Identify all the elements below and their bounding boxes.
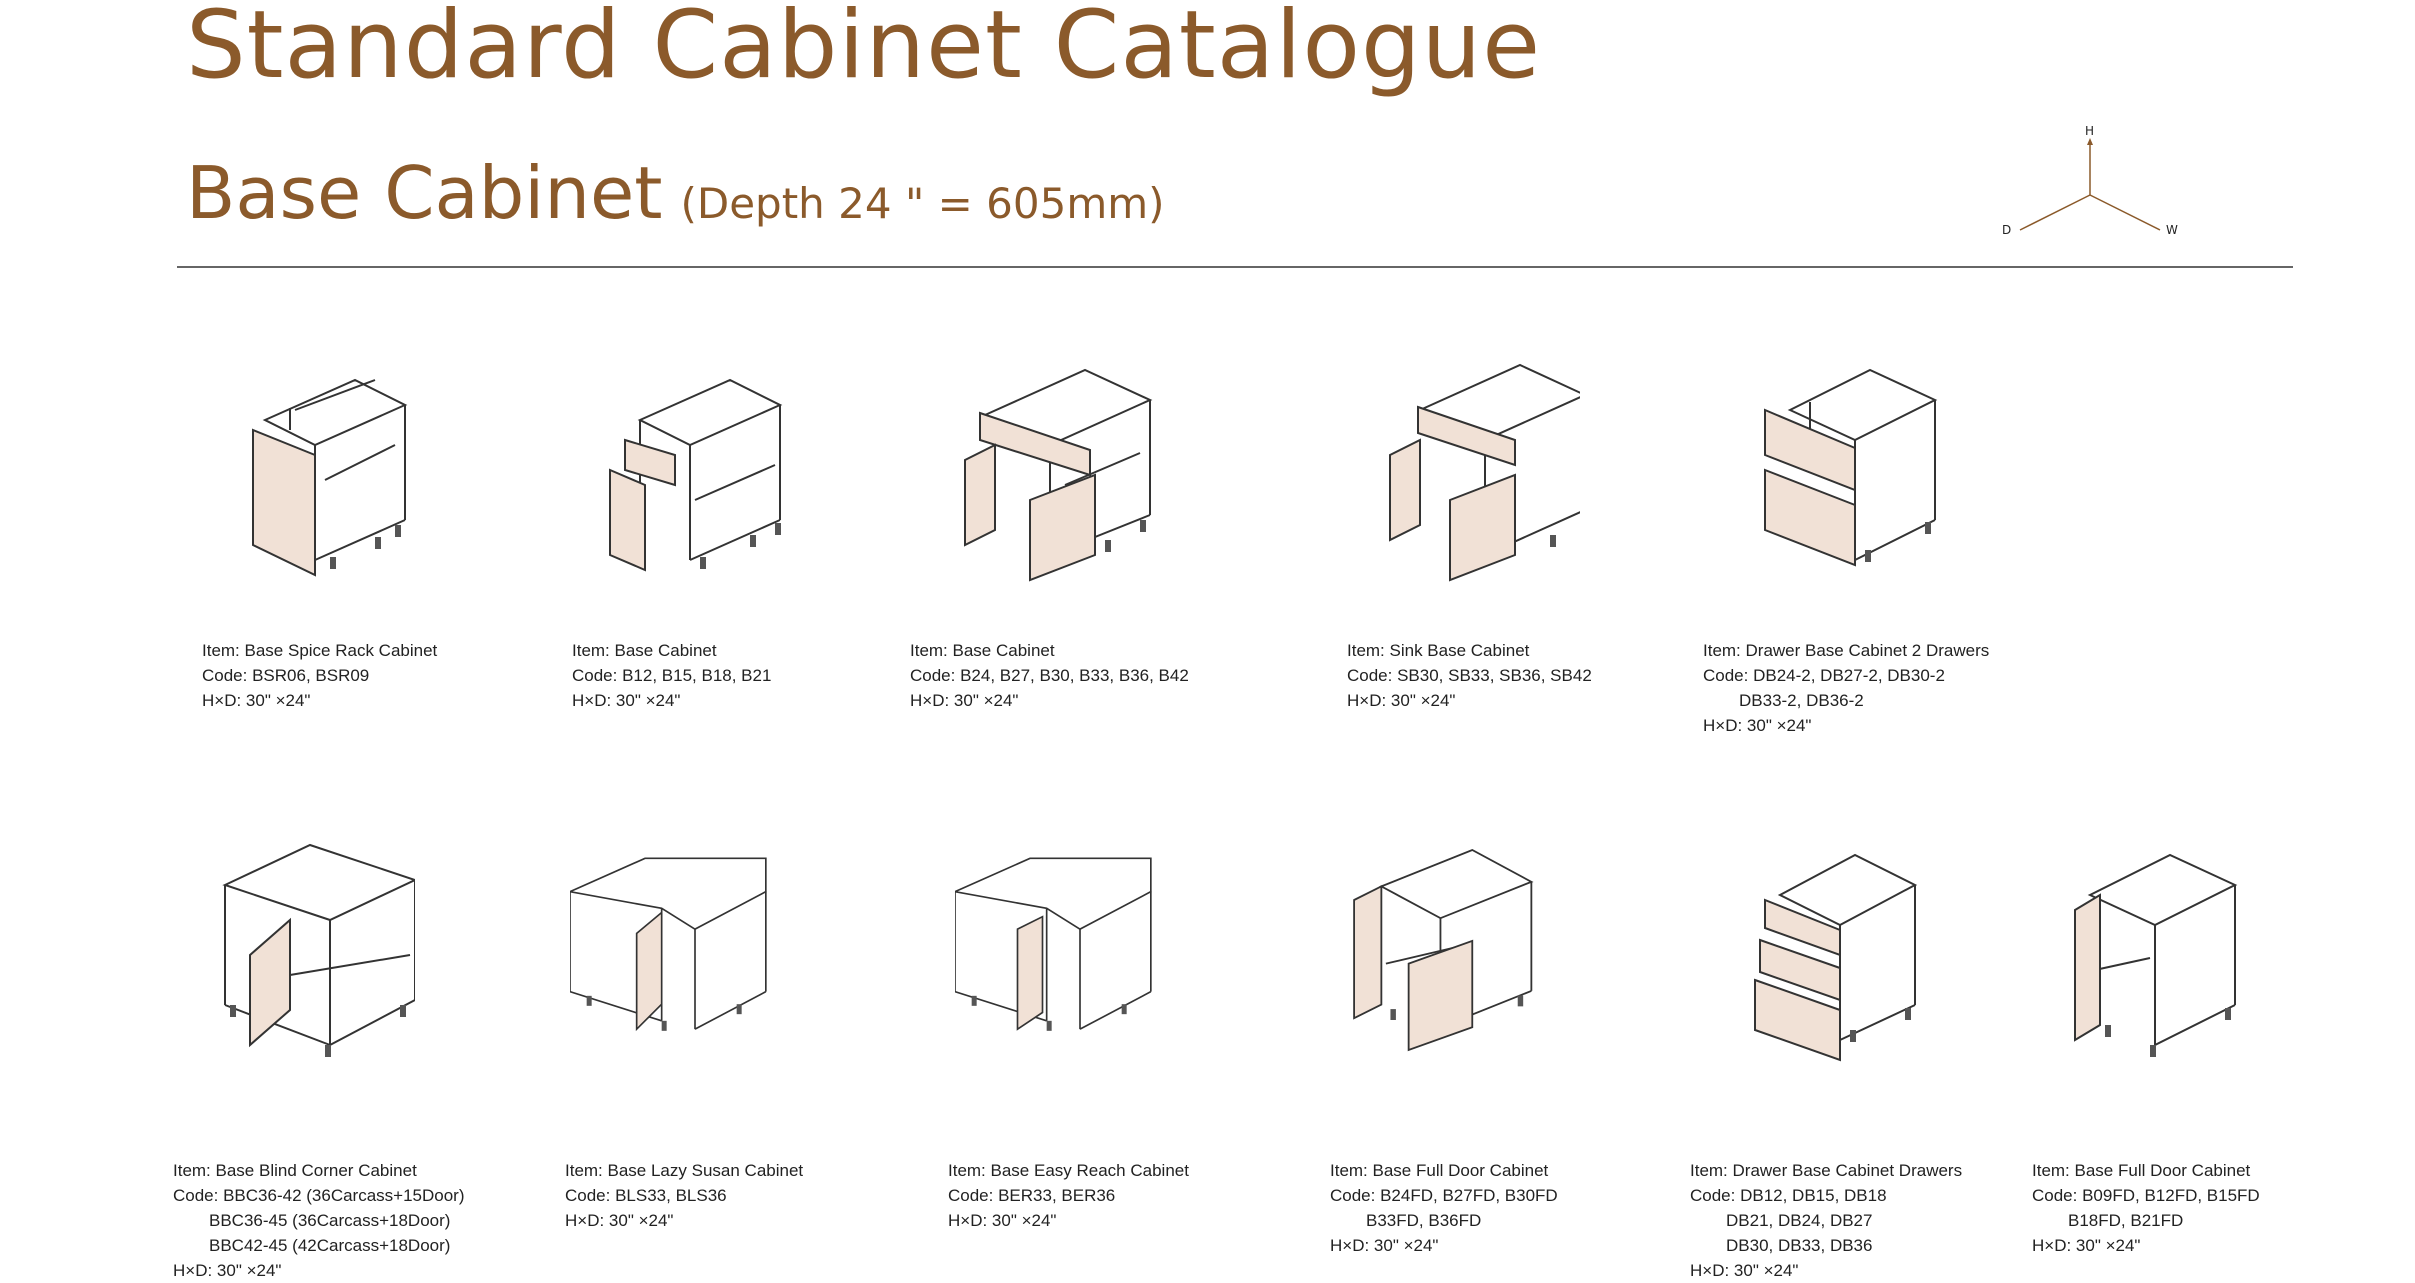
item-code: Code: BER33, BER36 (948, 1186, 1116, 1205)
axis-h-label: H (2085, 124, 2094, 138)
item-dims: H×D: 30" ×24" (1703, 716, 1812, 735)
drawer-base-drawers-illustration (1754, 853, 1918, 1062)
item-dims: H×D: 30" ×24" (202, 691, 311, 710)
item-name: Item: Base Blind Corner Cabinet (173, 1161, 417, 1180)
item-code-continued: DB21, DB24, DB27 (1726, 1211, 1873, 1230)
base-cabinet-double-door-illustration (964, 368, 1153, 582)
section-subtitle: (Depth 24 " = 605mm) (680, 179, 1165, 228)
item-caption-1: Item: Base Spice Rack Cabinet Code: BSR0… (202, 638, 437, 713)
drawer-base-2-drawers-illustration (1764, 368, 1938, 567)
item-code-continued: BBC42-45 (42Carcass+18Door) (209, 1236, 451, 1255)
item-caption-9: Item: Base Full Door Cabinet Code: B24FD… (1330, 1158, 1558, 1258)
item-caption-7: Item: Base Lazy Susan Cabinet Code: BLS3… (565, 1158, 803, 1233)
item-dims: H×D: 30" ×24" (572, 691, 681, 710)
catalogue-title: Standard Cabinet Catalogue (186, 0, 1542, 100)
item-caption-8: Item: Base Easy Reach Cabinet Code: BER3… (948, 1158, 1189, 1233)
item-code-continued: BBC36-45 (36Carcass+18Door) (209, 1211, 451, 1230)
item-code: Code: B09FD, B12FD, B15FD (2032, 1186, 2260, 1205)
item-dims: H×D: 30" ×24" (910, 691, 1019, 710)
item-name: Item: Base Easy Reach Cabinet (948, 1161, 1189, 1180)
axis-orientation-diagram: H D W (2002, 124, 2178, 237)
item-name: Item: Base Full Door Cabinet (2032, 1161, 2251, 1180)
item-code: Code: B12, B15, B18, B21 (572, 666, 772, 685)
item-code: Code: BLS33, BLS36 (565, 1186, 727, 1205)
item-name: Item: Sink Base Cabinet (1347, 641, 1530, 660)
item-name: Item: Drawer Base Cabinet Drawers (1690, 1161, 1963, 1180)
item-code: Code: BBC36-42 (36Carcass+15Door) (173, 1186, 465, 1205)
item-code-continued: DB33-2, DB36-2 (1739, 691, 1864, 710)
item-code: Code: DB24-2, DB27-2, DB30-2 (1703, 666, 1945, 685)
item-name: Item: Base Lazy Susan Cabinet (565, 1161, 804, 1180)
item-dims: H×D: 30" ×24" (565, 1211, 674, 1230)
item-dims: H×D: 30" ×24" (948, 1211, 1057, 1230)
item-dims: H×D: 30" ×24" (1690, 1261, 1799, 1280)
item-code-continued: B18FD, B21FD (2068, 1211, 2184, 1230)
item-caption-4: Item: Sink Base Cabinet Code: SB30, SB33… (1347, 638, 1592, 713)
blind-corner-cabinet-illustration (222, 843, 415, 1057)
section-heading: Base Cabinet (Depth 24 " = 605mm) (186, 150, 1165, 236)
axis-w-label: W (2166, 223, 2178, 237)
item-name: Item: Base Full Door Cabinet (1330, 1161, 1549, 1180)
item-code: Code: B24FD, B27FD, B30FD (1330, 1186, 1558, 1205)
item-code-continued: DB30, DB33, DB36 (1726, 1236, 1873, 1255)
item-dims: H×D: 30" ×24" (173, 1261, 282, 1280)
item-caption-5: Item: Drawer Base Cabinet 2 Drawers Code… (1703, 638, 1989, 738)
item-code: Code: SB30, SB33, SB36, SB42 (1347, 666, 1592, 685)
base-cabinet-small-illustration (609, 378, 783, 572)
item-code: Code: B24, B27, B30, B33, B36, B42 (910, 666, 1189, 685)
item-caption-11: Item: Base Full Door Cabinet Code: B09FD… (2032, 1158, 2260, 1258)
item-code: Code: BSR06, BSR09 (202, 666, 370, 685)
item-caption-3: Item: Base Cabinet Code: B24, B27, B30, … (910, 638, 1189, 713)
item-name: Item: Base Spice Rack Cabinet (202, 641, 438, 660)
item-dims: H×D: 30" ×24" (1330, 1236, 1439, 1255)
item-name: Item: Drawer Base Cabinet 2 Drawers (1703, 641, 1990, 660)
lazy-susan-cabinet-illustration (570, 857, 767, 1032)
item-dims: H×D: 30" ×24" (2032, 1236, 2141, 1255)
section-title: Base Cabinet (186, 151, 663, 235)
spice-rack-cabinet-illustration (252, 378, 408, 577)
sink-base-cabinet-illustration (1389, 363, 1580, 582)
easy-reach-cabinet-illustration (955, 857, 1152, 1031)
item-name: Item: Base Cabinet (572, 641, 717, 660)
item-caption-10: Item: Drawer Base Cabinet Drawers Code: … (1690, 1158, 1962, 1283)
item-code: Code: DB12, DB15, DB18 (1690, 1186, 1887, 1205)
item-caption-6: Item: Base Blind Corner Cabinet Code: BB… (173, 1158, 465, 1283)
full-door-narrow-cabinet-illustration (2074, 853, 2238, 1057)
full-door-cabinet-illustration (1353, 848, 1534, 1052)
axis-d-label: D (2002, 223, 2011, 237)
item-code-continued: B33FD, B36FD (1366, 1211, 1482, 1230)
item-caption-2: Item: Base Cabinet Code: B12, B15, B18, … (572, 638, 771, 713)
item-name: Item: Base Cabinet (910, 641, 1055, 660)
header-divider (177, 266, 2293, 268)
item-dims: H×D: 30" ×24" (1347, 691, 1456, 710)
